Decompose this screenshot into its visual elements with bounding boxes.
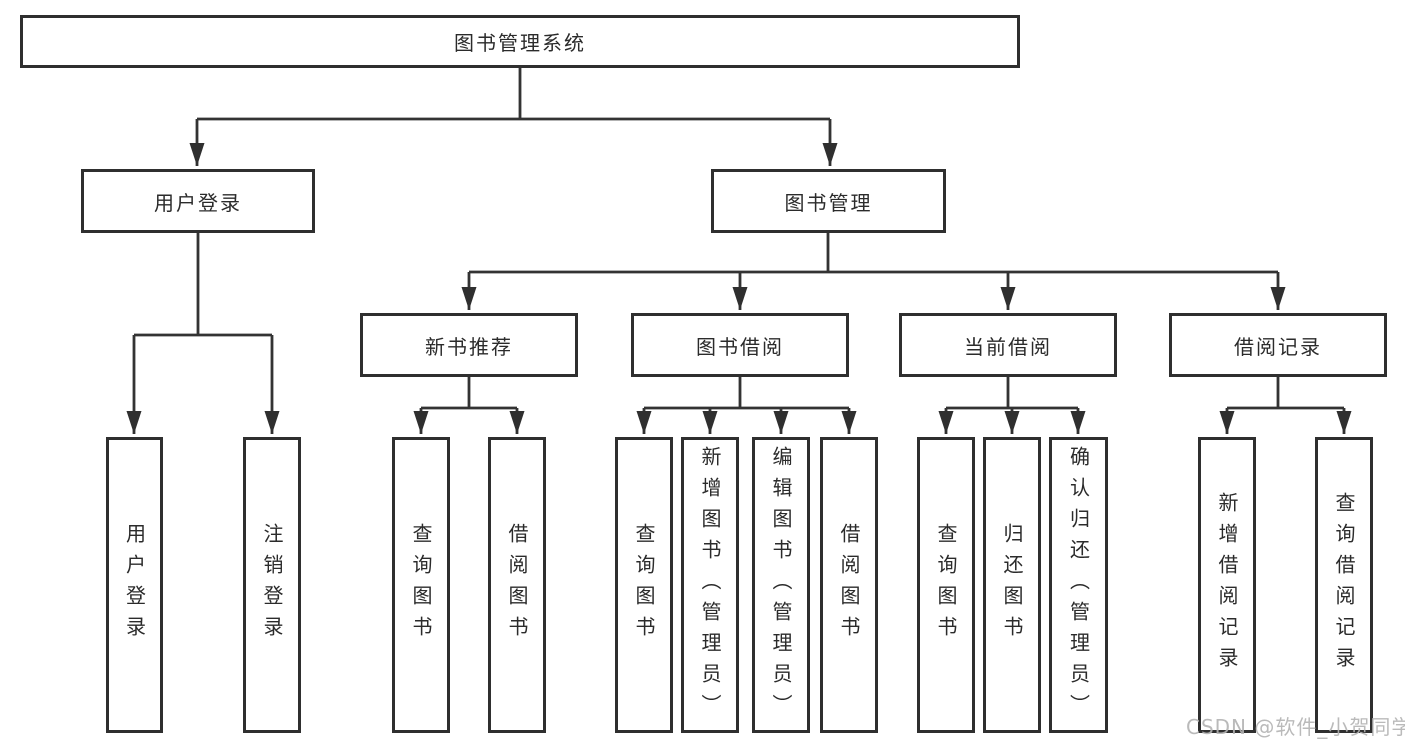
node-book-management: 图书管理 [711,169,946,233]
leaf-add-books-admin: 新增图书（管理员） [681,437,739,733]
leaf-user-login: 用户登录 [106,437,163,733]
node-label: 图书管理 [784,190,873,215]
leaf-query-books-recommend: 查询图书 [392,437,450,733]
node-borrow-records: 借阅记录 [1169,313,1387,377]
node-label: 借阅图书 [837,523,861,647]
node-label: 查询图书 [934,523,958,647]
node-label: 用户登录 [122,523,147,647]
node-label: 确认归还（管理员） [1066,445,1091,725]
node-label: 图书管理系统 [454,31,586,55]
leaf-query-borrow-record: 查询借阅记录 [1315,437,1373,733]
node-label: 用户登录 [154,190,242,215]
node-label: 新增借阅记录 [1215,492,1239,678]
node-label: 查询图书 [409,523,433,647]
leaf-confirm-return-admin: 确认归还（管理员） [1049,437,1108,733]
node-label: 查询图书 [632,523,656,647]
leaf-query-books-current: 查询图书 [917,437,975,733]
node-label: 新增图书（管理员） [698,445,722,725]
node-library-management-system: 图书管理系统 [20,15,1020,68]
node-current-borrow: 当前借阅 [899,313,1117,377]
leaf-borrow-books-recommend: 借阅图书 [488,437,546,733]
csdn-watermark: CSDN @软件_小贺同学 [1186,715,1405,739]
node-label: 借阅图书 [505,523,529,647]
leaf-return-books: 归还图书 [983,437,1041,733]
leaf-logout-login: 注销登录 [243,437,301,733]
node-label: 当前借阅 [964,334,1052,359]
node-label: 编辑图书（管理员） [769,445,793,725]
node-label: 归还图书 [1000,523,1024,647]
node-label: 查询借阅记录 [1332,492,1356,678]
leaf-query-books-borrow: 查询图书 [615,437,673,733]
node-new-book-recommend: 新书推荐 [360,313,578,377]
leaf-borrow-books: 借阅图书 [820,437,878,733]
node-label: 新书推荐 [425,334,513,359]
node-user-login: 用户登录 [81,169,315,233]
node-label: 注销登录 [260,523,284,647]
leaf-add-borrow-record: 新增借阅记录 [1198,437,1256,733]
leaf-edit-books-admin: 编辑图书（管理员） [752,437,810,733]
node-label: 图书借阅 [696,334,784,359]
node-book-borrow: 图书借阅 [631,313,849,377]
node-label: 借阅记录 [1234,334,1322,359]
